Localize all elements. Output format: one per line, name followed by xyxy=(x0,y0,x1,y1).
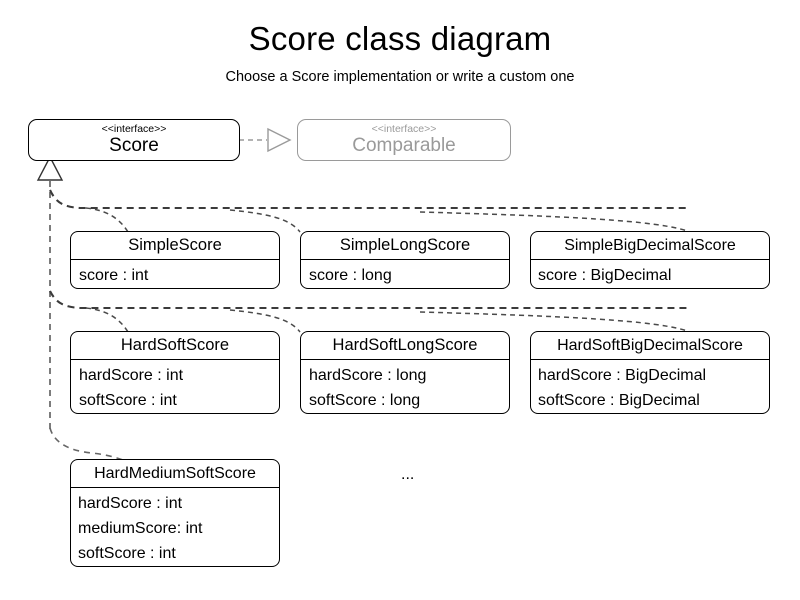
class-attributes: hardScore : BigDecimal softScore : BigDe… xyxy=(531,360,769,413)
interface-name: Comparable xyxy=(352,135,456,156)
attribute: hardScore : long xyxy=(309,367,427,384)
class-box-hard-soft-score[interactable]: HardSoftScore hardScore : int softScore … xyxy=(70,331,280,414)
attribute: score : int xyxy=(79,267,149,284)
attribute: softScore : int xyxy=(78,545,176,562)
inheritance-branches-row-2 xyxy=(49,290,691,333)
inheritance-branch-row-3 xyxy=(49,427,127,462)
attribute: softScore : BigDecimal xyxy=(538,392,700,409)
stereotype-label: <<interface>> xyxy=(371,123,437,135)
class-box-hard-soft-big-decimal-score[interactable]: HardSoftBigDecimalScore hardScore : BigD… xyxy=(530,331,770,414)
class-attributes: hardScore : int mediumScore: int softSco… xyxy=(71,488,279,566)
attribute: softScore : long xyxy=(309,392,421,409)
interface-box-comparable[interactable]: <<interface>> Comparable xyxy=(297,119,511,161)
inheritance-branches-row-1 xyxy=(49,189,691,233)
realization-score-to-comparable xyxy=(239,127,292,153)
class-attributes: score : int xyxy=(71,260,279,288)
class-name: SimpleScore xyxy=(71,232,279,260)
attribute: mediumScore: int xyxy=(78,520,203,537)
class-box-hard-soft-long-score[interactable]: HardSoftLongScore hardScore : long softS… xyxy=(300,331,510,414)
class-attributes: score : long xyxy=(301,260,509,288)
class-name: HardSoftScore xyxy=(71,332,279,360)
attribute: score : BigDecimal xyxy=(538,267,672,284)
interface-box-score[interactable]: <<interface>> Score xyxy=(28,119,240,161)
attribute: score : long xyxy=(309,267,392,284)
class-box-simple-long-score[interactable]: SimpleLongScore score : long xyxy=(300,231,510,289)
class-attributes: hardScore : long softScore : long xyxy=(301,360,509,413)
class-box-simple-score[interactable]: SimpleScore score : int xyxy=(70,231,280,289)
class-name: HardMediumSoftScore xyxy=(71,460,279,488)
attribute: softScore : int xyxy=(79,392,177,409)
page-subtitle: Choose a Score implementation or write a… xyxy=(225,69,575,85)
class-attributes: hardScore : int softScore : int xyxy=(71,360,279,413)
interface-name: Score xyxy=(109,135,159,156)
class-attributes: score : BigDecimal xyxy=(531,260,769,288)
stereotype-label: <<interface>> xyxy=(101,123,167,135)
class-box-simple-big-decimal-score[interactable]: SimpleBigDecimalScore score : BigDecimal xyxy=(530,231,770,289)
attribute: hardScore : int xyxy=(79,367,184,384)
class-name: SimpleBigDecimalScore xyxy=(531,232,769,260)
class-name: HardSoftBigDecimalScore xyxy=(531,332,769,360)
class-box-hard-medium-soft-score[interactable]: HardMediumSoftScore hardScore : int medi… xyxy=(70,459,280,567)
more-classes-ellipsis: ... xyxy=(401,466,415,483)
page-title: Score class diagram xyxy=(248,20,552,57)
attribute: hardScore : int xyxy=(78,495,183,512)
class-name: SimpleLongScore xyxy=(301,232,509,260)
hollow-triangle-arrowhead xyxy=(267,127,292,153)
attribute: hardScore : BigDecimal xyxy=(538,367,707,384)
class-name: HardSoftLongScore xyxy=(301,332,509,360)
